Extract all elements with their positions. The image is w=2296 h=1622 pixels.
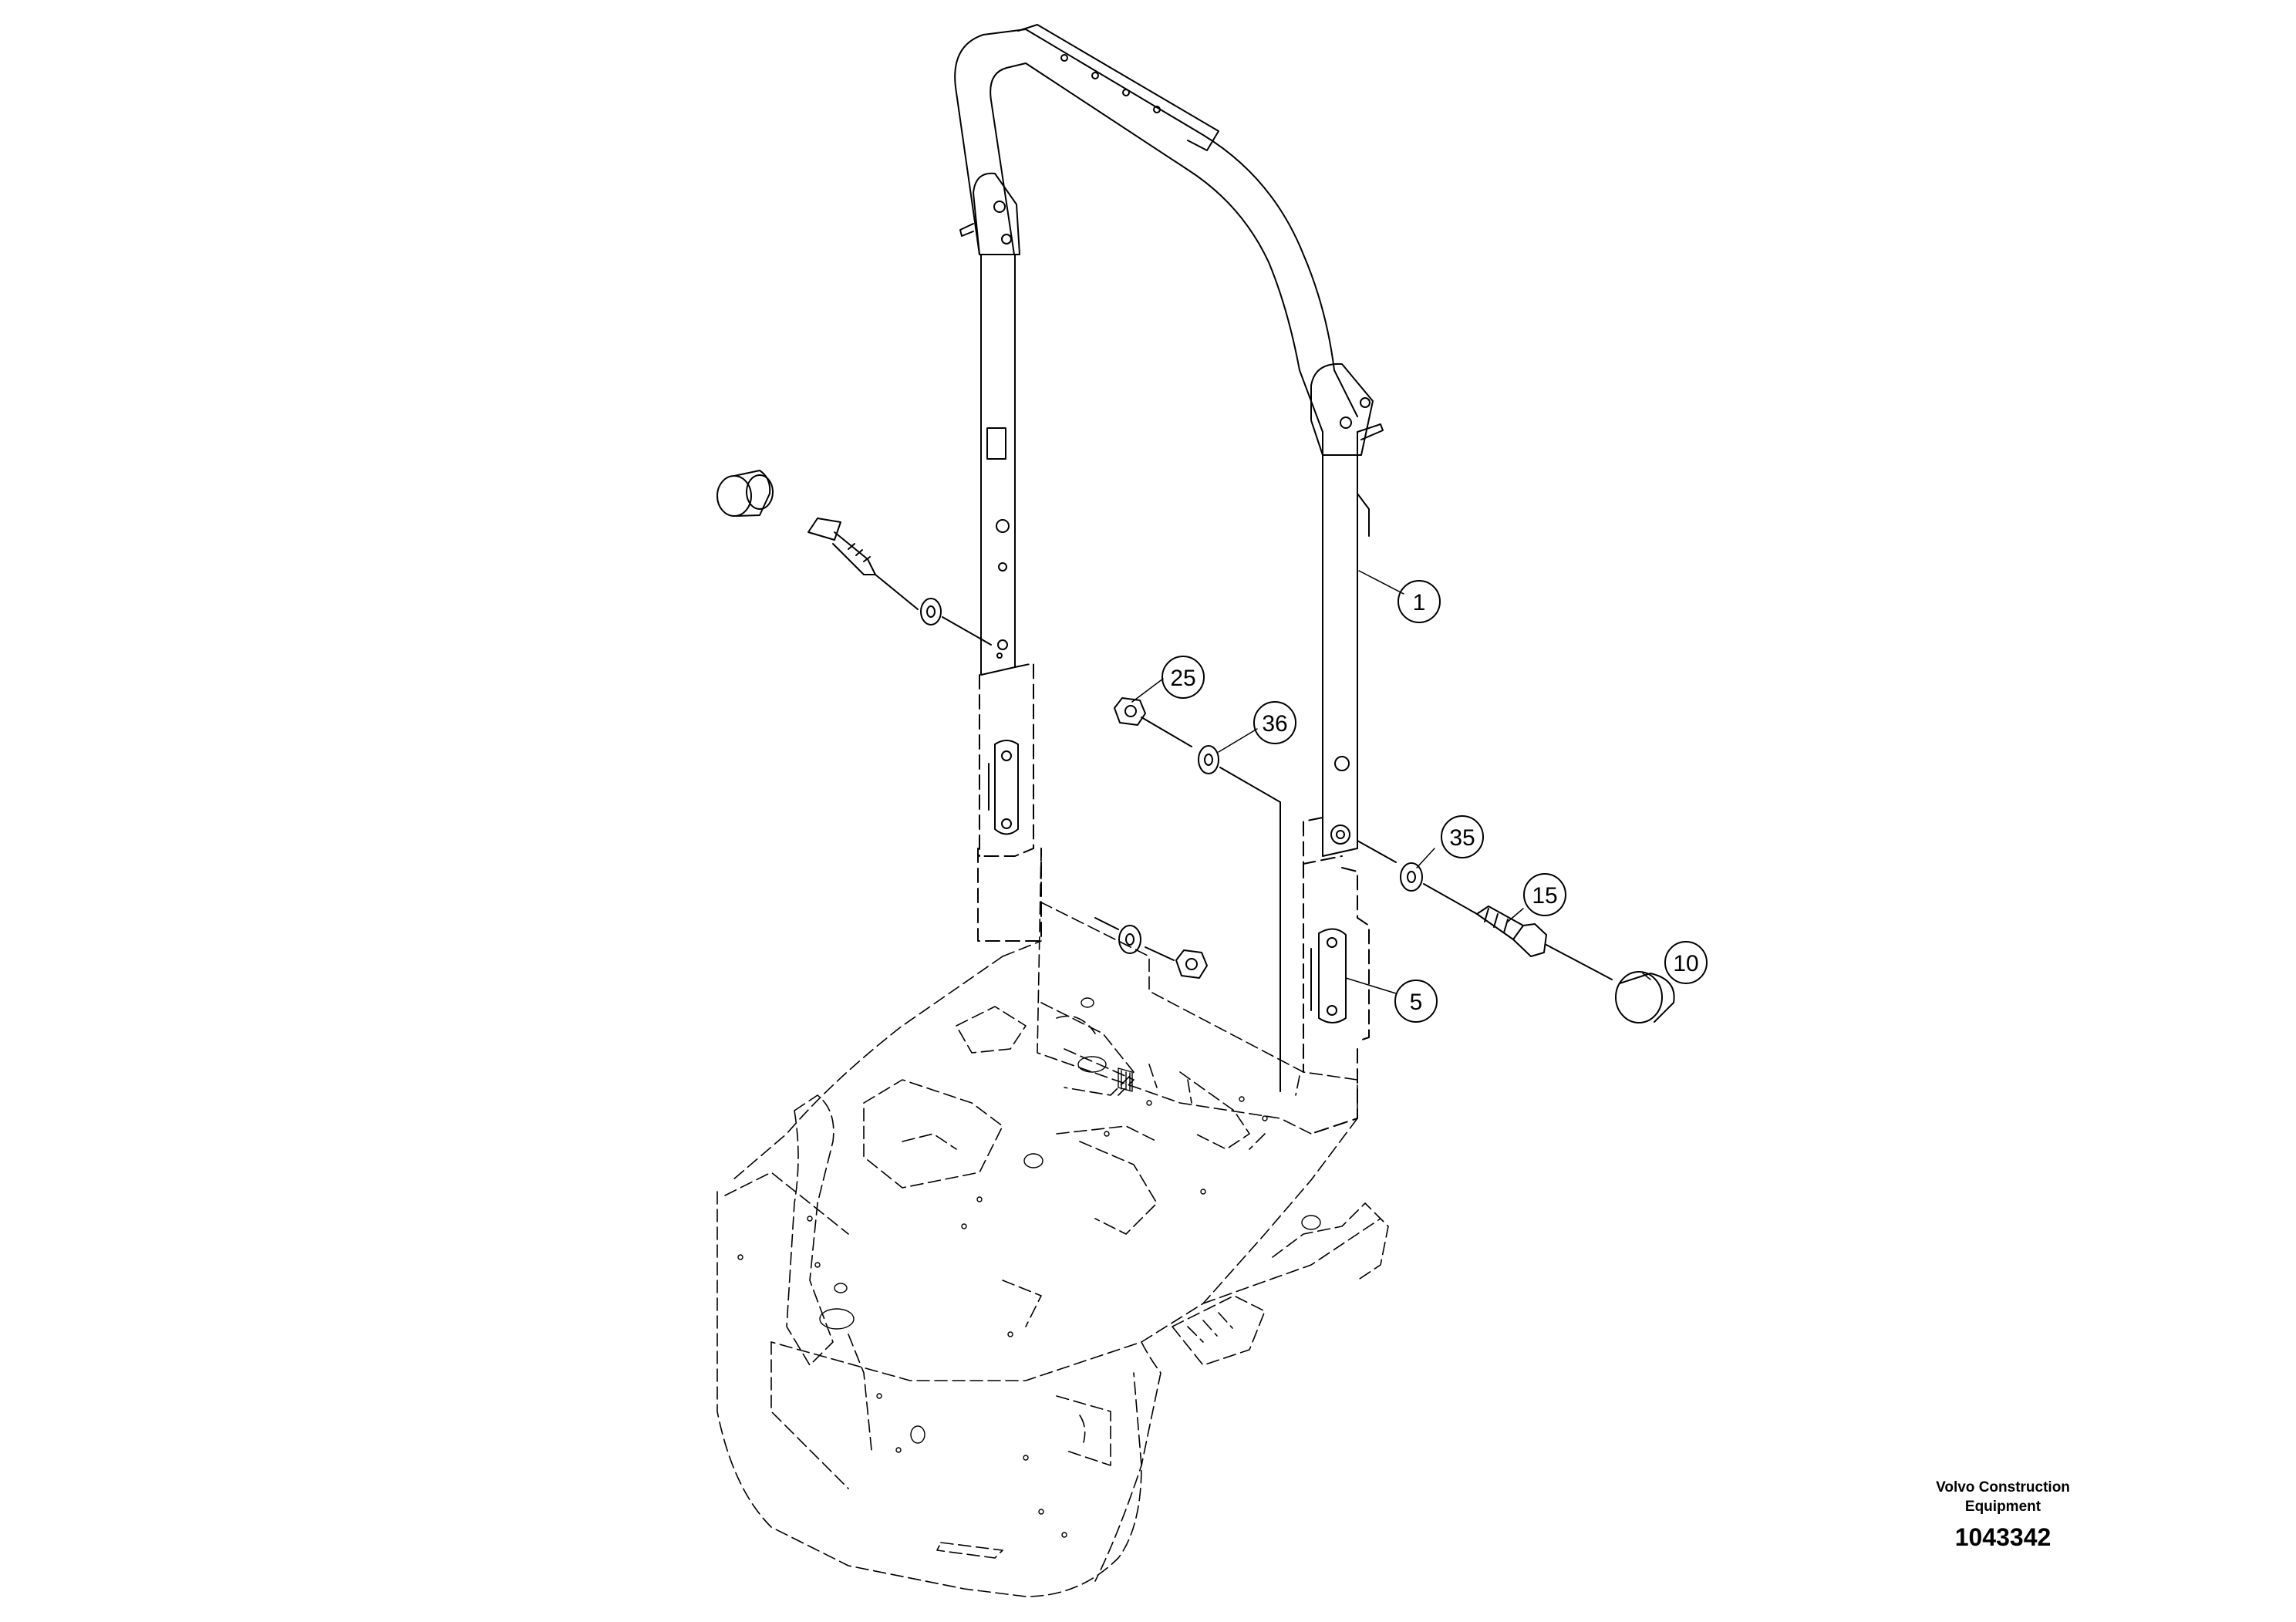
callout-circles [1161, 580, 1708, 1023]
left-mounting-plate [977, 663, 1042, 942]
callout-35: 35 [1449, 825, 1475, 851]
callout-15-circle [1523, 873, 1566, 916]
leader-lines [1131, 570, 1651, 994]
callout-1: 1 [1413, 590, 1426, 615]
left-fastener-set [716, 470, 992, 646]
right-slotted-plate [1310, 928, 1347, 1023]
rops-frame [954, 24, 1384, 857]
callout-1-circle [1397, 580, 1441, 623]
lower-fastener-set [1094, 917, 1208, 979]
callout-5: 5 [1410, 990, 1423, 1015]
callout-10: 10 [1673, 951, 1698, 976]
callout-25-circle [1161, 656, 1205, 699]
right-mounting-plate [1303, 817, 1370, 1135]
callout-25: 25 [1170, 666, 1195, 691]
manufacturer-label: Volvo Construction Equipment [1936, 1479, 2070, 1515]
callout-36: 36 [1262, 711, 1287, 737]
callout-35-circle [1441, 815, 1484, 858]
center-fastener-set [1114, 697, 1281, 1092]
chassis-frame [716, 848, 1389, 1597]
callout-5-circle [1394, 980, 1438, 1023]
drawing-number: 1043342 [1954, 1523, 2052, 1551]
callout-10-circle [1664, 941, 1708, 984]
callout-15: 15 [1532, 883, 1557, 909]
chassis-details [737, 997, 1321, 1538]
callout-36-circle [1253, 701, 1296, 744]
right-fastener-set [1357, 840, 1675, 1023]
left-slotted-plate [988, 740, 1019, 835]
